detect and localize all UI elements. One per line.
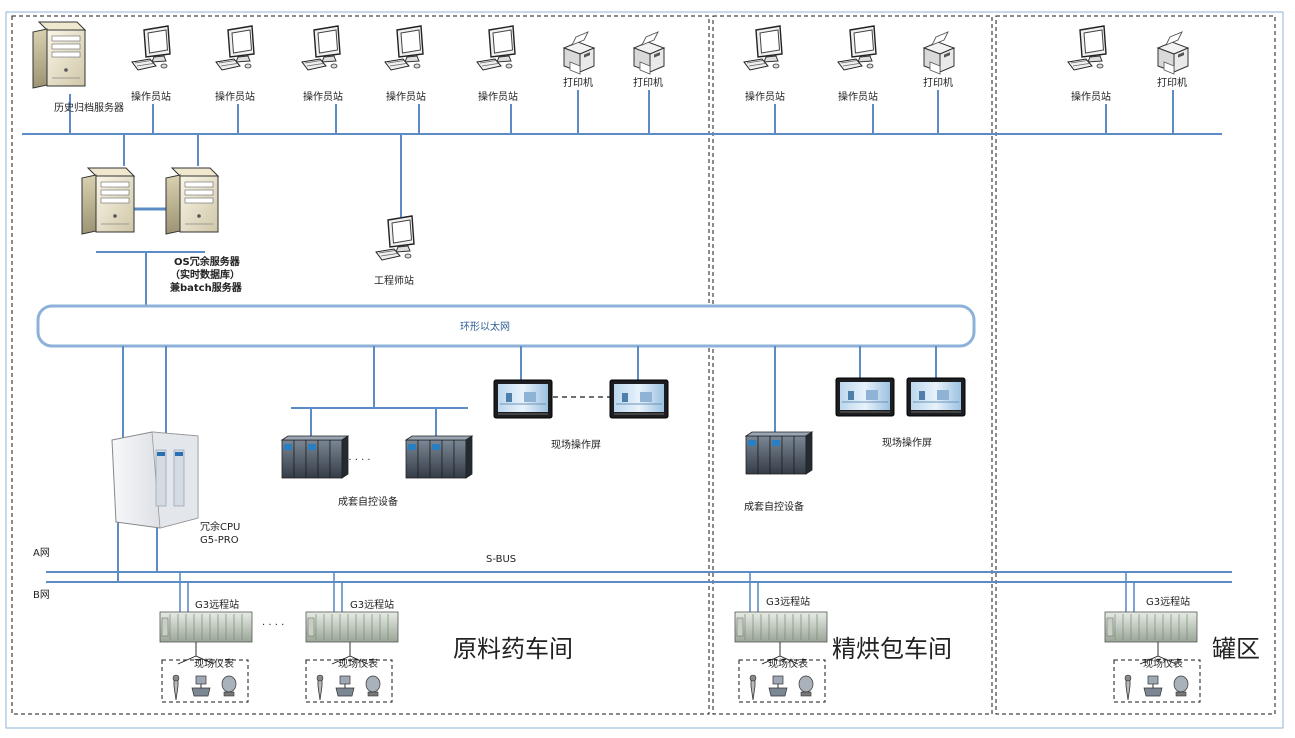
field-instruments-icon [749, 674, 814, 701]
operator-station-icon [837, 25, 877, 71]
remote-station-icon [734, 611, 828, 643]
top-network-bus [22, 90, 1222, 306]
area-name-tank-farm: 罐区 [1212, 635, 1260, 663]
outer-frame [5, 11, 1284, 729]
ring-drop-lines [117, 346, 937, 582]
field-panel-icon [835, 377, 895, 417]
net-b-label: B网 [33, 589, 50, 601]
field-panel-label: 现场操作屏 [882, 436, 932, 449]
engineer-station-icon [375, 215, 415, 261]
operator-station-label: 操作员站 [131, 90, 171, 103]
package-control-label: 成套自控设备 [338, 495, 398, 508]
printer-icon [563, 31, 595, 75]
redundant-cpu-label: G5-PRO [200, 535, 239, 546]
operator-station-icon [215, 25, 255, 71]
remote-station-label: G3远程站 [195, 598, 239, 611]
ring-ethernet [36, 304, 976, 348]
operator-station-label: 操作员站 [386, 90, 426, 103]
field-instruments-icon [1124, 674, 1189, 701]
operator-station-label: 操作员站 [1071, 90, 1111, 103]
field-instruments-box [1113, 659, 1201, 703]
printer-icon [633, 31, 665, 75]
sbus-lines [46, 571, 1232, 583]
area-name-refining-workshop: 精烘包车间 [832, 635, 952, 663]
printer-label: 打印机 [563, 76, 593, 89]
operator-station-label: 操作员站 [745, 90, 785, 103]
operator-station-label: 操作员站 [215, 90, 255, 103]
field-panel-icon [493, 379, 553, 419]
os-server-label: OS冗余服务器 [174, 255, 241, 268]
field-panel-label: 现场操作屏 [551, 438, 601, 451]
remote-station-label: G3远程站 [766, 595, 810, 608]
os-server-label: （实时数据库） [170, 268, 240, 281]
remote-station-label: G3远程站 [350, 598, 394, 611]
field-instruments-label: 现场仪表 [194, 657, 234, 670]
sbus-label: S-BUS [486, 554, 516, 565]
area-frame-api-workshop [11, 15, 710, 715]
package-control-device-icon [281, 435, 349, 479]
field-instruments-label: 现场仪表 [768, 657, 808, 670]
field-instruments-icon [316, 674, 381, 701]
field-instruments-label: 现场仪表 [1143, 657, 1183, 670]
operator-station-icon [131, 25, 171, 71]
package-control-device-icon [745, 431, 813, 475]
printer-label: 打印机 [923, 76, 953, 89]
package-control-label: 成套自控设备 [744, 500, 804, 513]
dots-separator: . . . . [262, 617, 284, 628]
field-instruments-box [305, 659, 393, 703]
operator-station-label: 操作员站 [478, 90, 518, 103]
remote-station-icon [305, 611, 399, 643]
operator-station-icon [384, 25, 424, 71]
os-server-icon [81, 167, 135, 235]
dots-separator: . . . . . [342, 452, 371, 463]
redundant-cpu-icon [111, 431, 199, 529]
operator-station-icon [301, 25, 341, 71]
area-frame-refining-workshop [712, 15, 993, 715]
area-name-api-workshop: 原料药车间 [453, 635, 573, 663]
printer-icon [923, 31, 955, 75]
field-panel-icon [609, 379, 669, 419]
remote-station-label: G3远程站 [1146, 595, 1190, 608]
operator-station-label: 操作员站 [838, 90, 878, 103]
history-server-label: 历史归档服务器 [54, 101, 124, 114]
operator-station-icon [476, 25, 516, 71]
field-instruments-box [738, 659, 826, 703]
area-frame-tank-farm [995, 15, 1276, 715]
field-instruments-box [161, 659, 249, 703]
os-server-icon [165, 167, 219, 235]
history-server-icon [32, 21, 86, 89]
operator-station-icon [743, 25, 783, 71]
field-instruments-icon [172, 674, 237, 701]
instrument-fan-lines [177, 642, 1177, 665]
redundant-cpu-label: 冗余CPU [200, 520, 240, 533]
operator-station-icon [1067, 25, 1107, 71]
os-server-label: 兼batch服务器 [170, 281, 243, 294]
operator-station-label: 操作员站 [303, 90, 343, 103]
ring-ethernet-label: 环形以太网 [460, 320, 510, 333]
field-panel-icon [906, 377, 966, 417]
field-instruments-label: 现场仪表 [338, 657, 378, 670]
package-control-device-icon [405, 435, 473, 479]
remote-station-drops [179, 572, 1135, 612]
printer-label: 打印机 [633, 76, 663, 89]
printer-icon [1157, 31, 1189, 75]
remote-station-icon [1104, 611, 1198, 643]
engineer-station-label: 工程师站 [374, 274, 414, 287]
remote-station-icon [159, 611, 253, 643]
printer-label: 打印机 [1157, 76, 1187, 89]
net-a-label: A网 [33, 547, 50, 559]
